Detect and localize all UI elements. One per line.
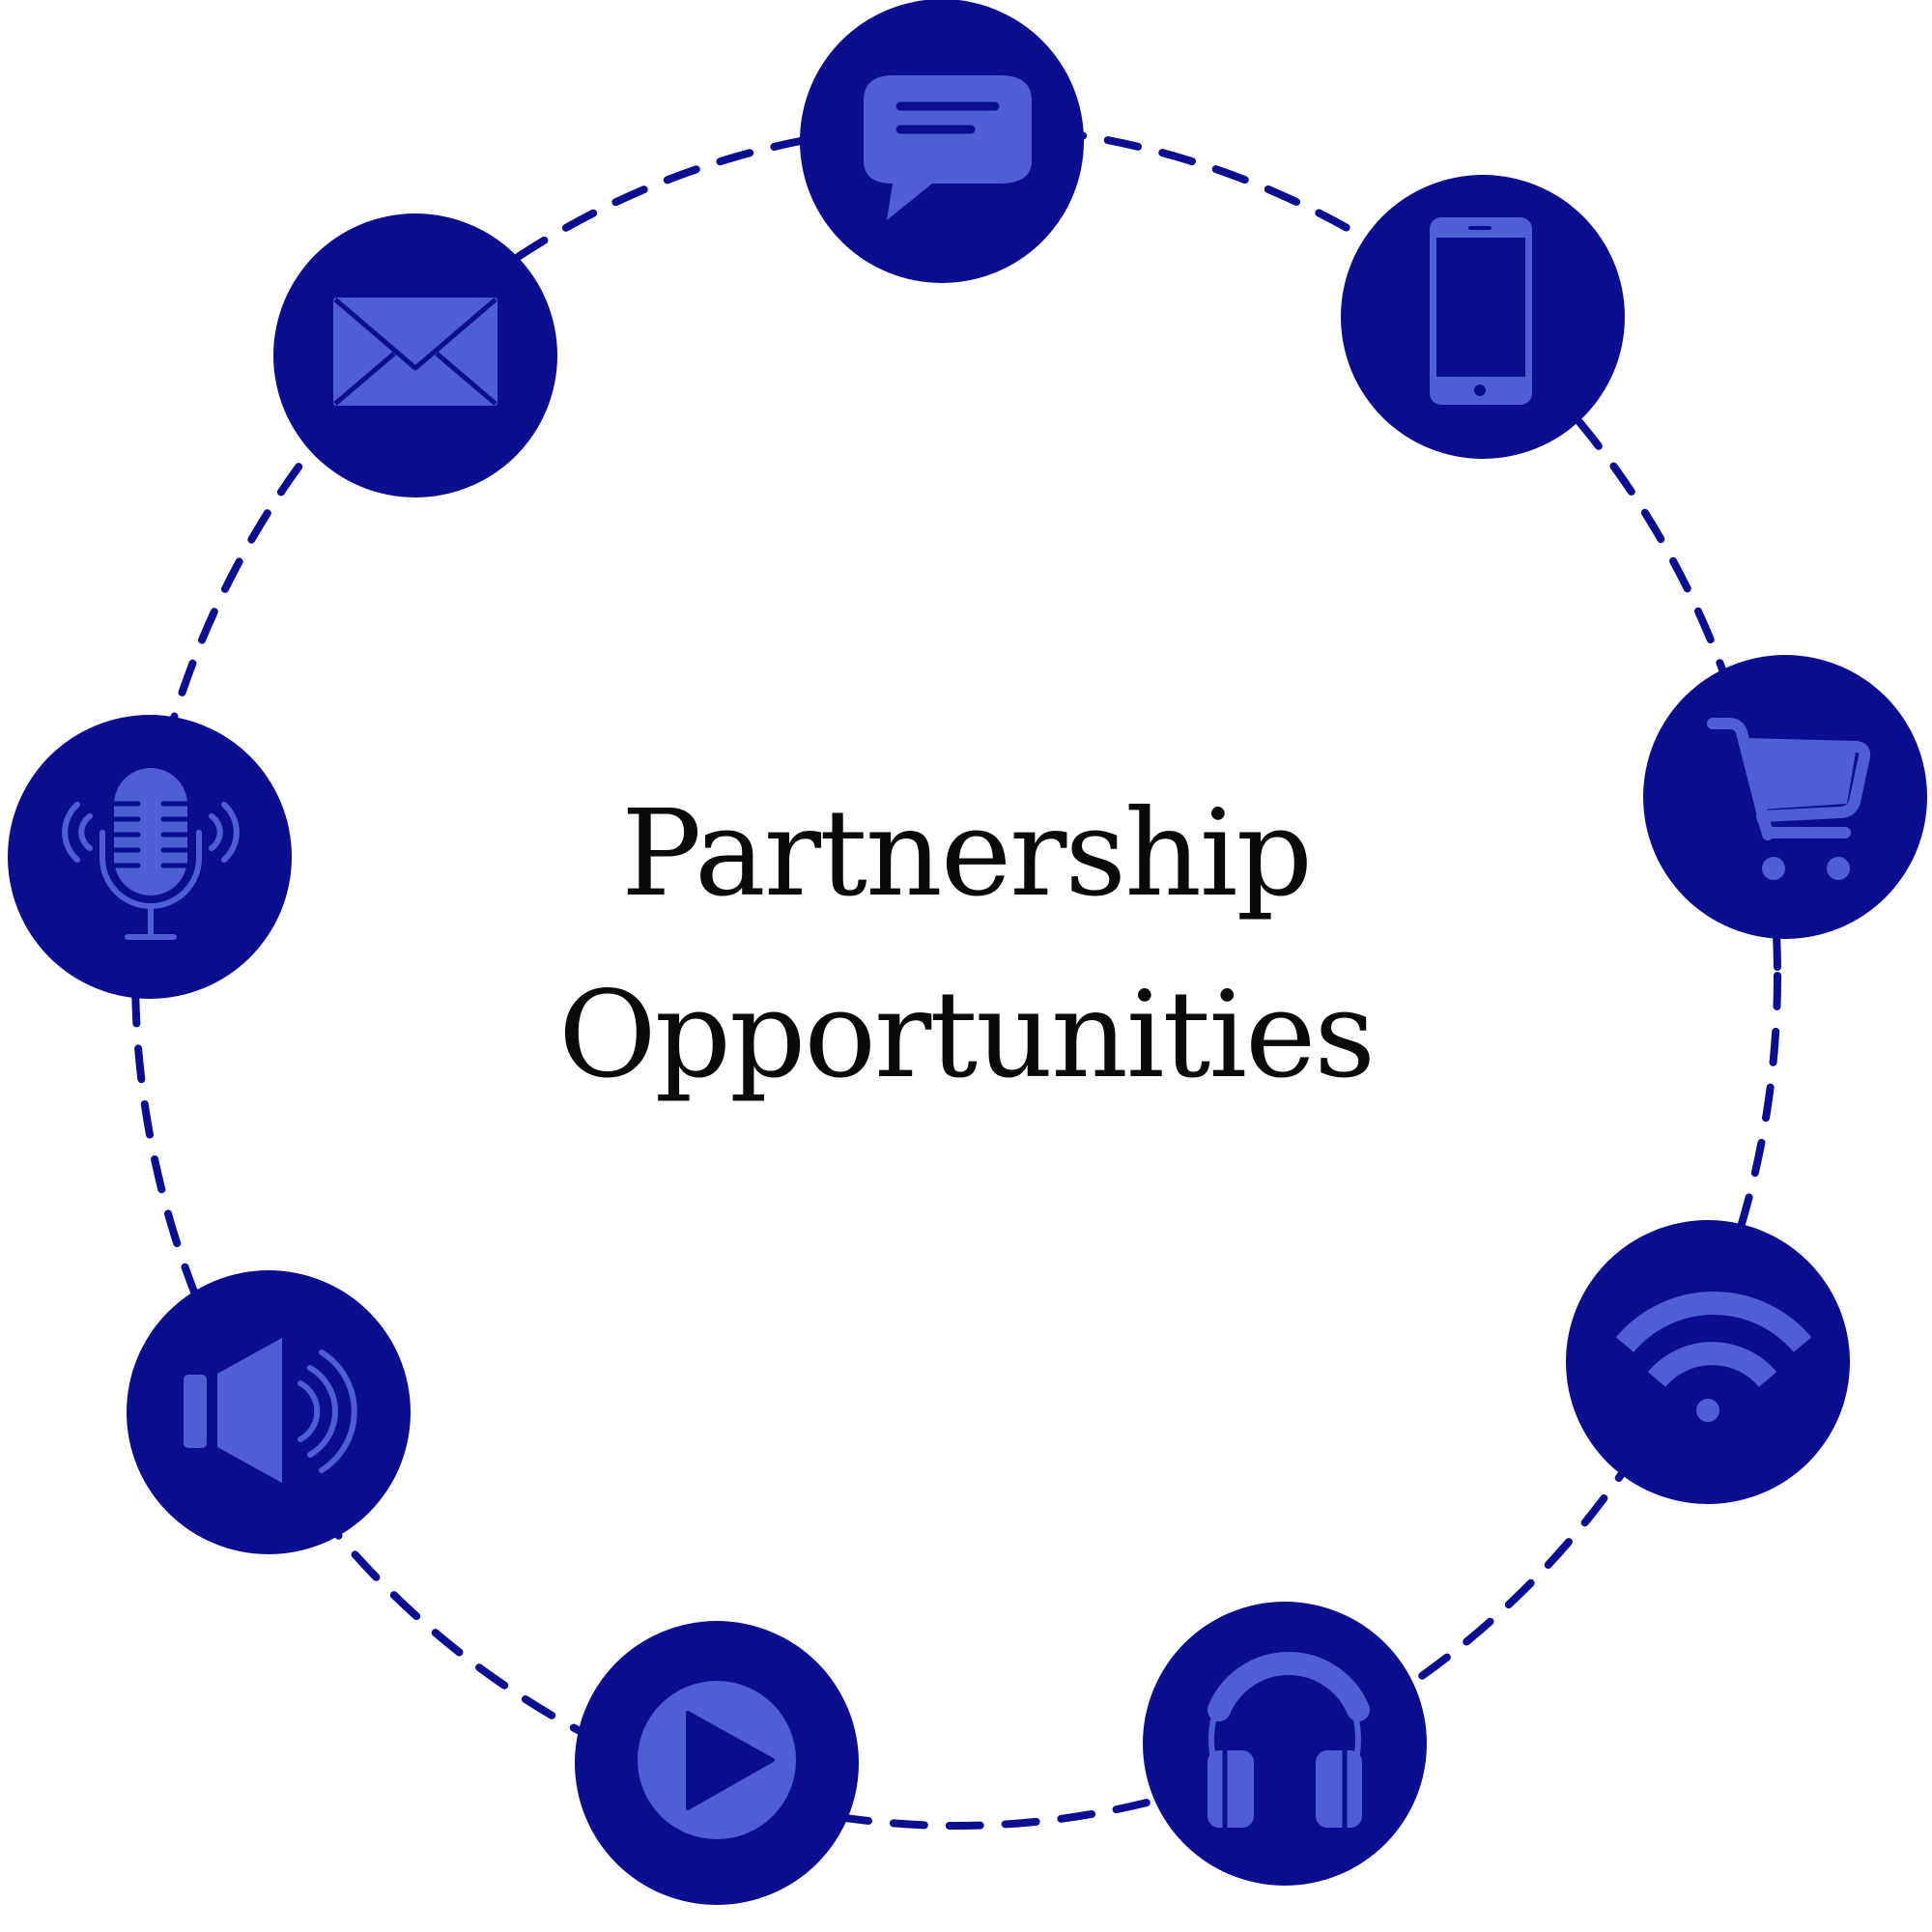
node-email (273, 213, 557, 497)
node-video (575, 1621, 859, 1905)
mobile-phone-icon (1430, 217, 1532, 405)
play-button-icon (638, 1681, 796, 1839)
headphones-icon (1208, 1652, 1370, 1828)
node-cart (1643, 655, 1927, 939)
shopping-cart-icon (1707, 718, 1871, 880)
node-circle (1143, 1602, 1427, 1886)
chat-bubble-icon (864, 75, 1032, 220)
microphone-icon (62, 768, 240, 940)
title-line-2: Opportunities (557, 966, 1376, 1105)
page-title: Partnership Opportunities (483, 763, 1449, 1126)
node-headphones (1143, 1602, 1427, 1886)
wifi-icon (1615, 1292, 1812, 1422)
speaker-icon (184, 1338, 357, 1483)
node-chat (800, 0, 1084, 283)
node-mobile (1341, 175, 1625, 459)
envelope-icon (333, 298, 497, 406)
node-wifi (1566, 1220, 1850, 1504)
node-podcast (8, 715, 292, 999)
title-line-1: Partnership (621, 784, 1313, 923)
node-audio (127, 1270, 411, 1554)
